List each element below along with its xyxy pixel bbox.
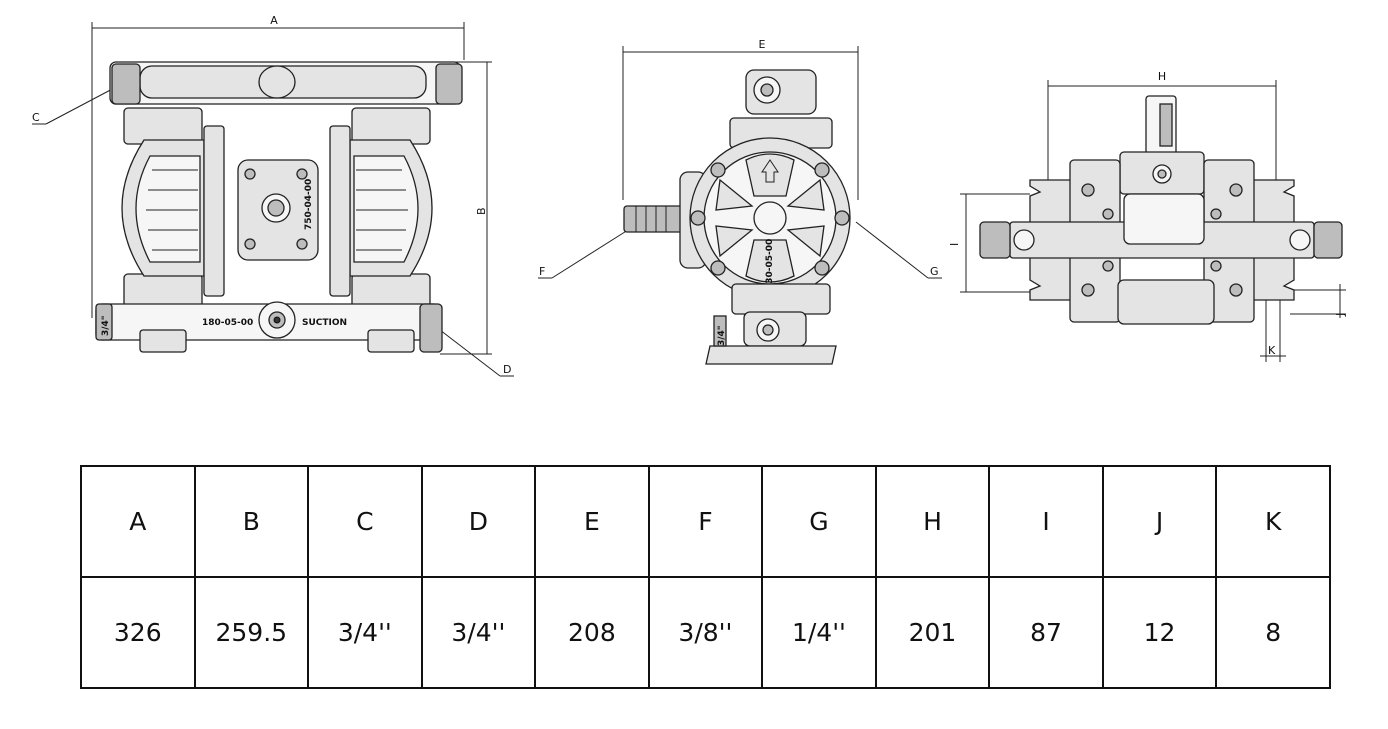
header-cell: A xyxy=(80,465,196,578)
dimensions-table: A B C D E F G H I J K 326 259.5 3/4'' 3/… xyxy=(80,465,1331,689)
dim-label-d: D xyxy=(503,363,511,376)
dim-label-k: K xyxy=(1268,344,1276,357)
value-cell: 208 xyxy=(534,576,650,689)
dim-label-j: J xyxy=(1334,313,1347,317)
table-value-row: 326 259.5 3/4'' 3/4'' 208 3/8'' 1/4'' 20… xyxy=(80,576,1331,689)
front-view: A B C D xyxy=(32,14,514,377)
header-cell: F xyxy=(647,465,764,578)
dimension-drawings: A B C D xyxy=(32,14,1347,377)
header-cell: H xyxy=(874,465,991,578)
header-cell: G xyxy=(761,465,877,578)
dim-label-h: H xyxy=(1158,70,1166,83)
value-cell: 326 xyxy=(80,576,196,689)
header-cell: C xyxy=(307,465,423,578)
dim-label-g: G xyxy=(930,265,939,278)
value-cell: 12 xyxy=(1101,576,1218,689)
dim-label-i: I xyxy=(948,243,961,246)
header-cell: D xyxy=(420,465,537,578)
dim-label-a: A xyxy=(270,14,278,27)
value-cell: 1/4'' xyxy=(761,576,877,689)
value-cell: 3/4'' xyxy=(307,576,423,689)
table-header-row: A B C D E F G H I J K xyxy=(80,465,1331,578)
svg-text:180-05-00: 180-05-00 xyxy=(202,318,253,328)
header-cell: B xyxy=(193,465,310,578)
svg-text:3/4": 3/4" xyxy=(101,315,111,336)
value-cell: 8 xyxy=(1215,576,1331,689)
svg-text:230-05-00: 230-05-00 xyxy=(765,239,775,290)
header-cell: E xyxy=(534,465,650,578)
header-cell: J xyxy=(1101,465,1218,578)
value-cell: 201 xyxy=(874,576,991,689)
header-cell: I xyxy=(988,465,1104,578)
svg-text:3/4": 3/4" xyxy=(717,325,727,346)
value-cell: 3/4'' xyxy=(420,576,537,689)
dim-label-f: F xyxy=(539,265,545,278)
dim-label-e: E xyxy=(759,38,766,51)
dim-label-b: B xyxy=(475,207,488,215)
side-view: E F G 230-05 xyxy=(538,38,942,365)
value-cell: 87 xyxy=(988,576,1104,689)
top-view: H I J K xyxy=(948,70,1347,362)
header-cell: K xyxy=(1215,465,1331,578)
value-cell: 259.5 xyxy=(193,576,310,689)
dim-label-c: C xyxy=(32,111,40,124)
svg-text:SUCTION: SUCTION xyxy=(302,318,347,328)
svg-text:750-04-00: 750-04-00 xyxy=(304,179,314,230)
value-cell: 3/8'' xyxy=(647,576,764,689)
